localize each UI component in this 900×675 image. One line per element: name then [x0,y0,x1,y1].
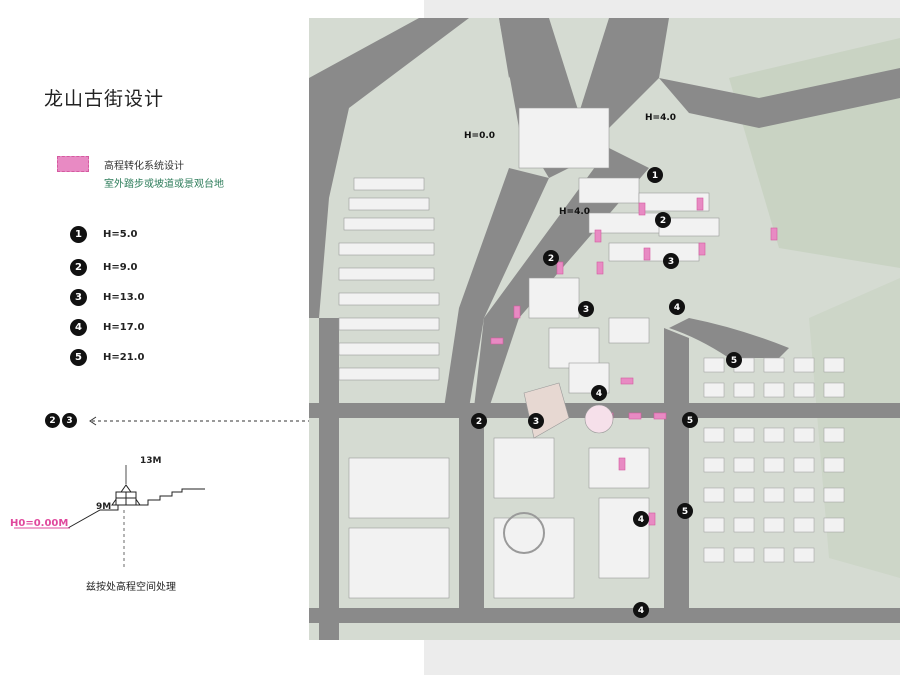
map-marker-2: 2 [548,254,554,264]
map-marker-3: 3 [583,305,589,315]
marker-badge: 3 [70,288,87,306]
elevation-section-diagram [14,465,205,570]
height-legend-row-1: 1 H=5.0 [70,225,137,243]
height-value: H=5.0 [103,228,138,240]
map-marker-5: 5 [682,507,688,517]
marker-badge: 5 [70,348,87,366]
marker-badge: 2 [45,413,60,428]
marker-badge: 4 [70,318,87,336]
page-title: 龙山古街设计 [44,88,165,110]
map-marker-4: 4 [638,515,644,525]
height-legend-row-4: 4 H=17.0 [70,318,144,336]
section-label-13m: 13M [140,456,162,466]
map-marker-1: 1 [652,171,658,181]
site-plan-map: H=0.0 H=4.0 H=4.0 1 2 2 3 3 4 4 5 2 3 5 … [309,18,900,640]
map-marker-3: 3 [533,417,539,427]
height-value: H=17.0 [103,321,145,333]
section-label-9m: 9M [96,502,112,512]
section-caption: 兹按处高程空间处理 [86,582,176,593]
legend-label-steps: 室外踏步或坡道或景观台地 [104,179,224,190]
height-legend-row-3: 3 H=13.0 [70,288,144,306]
map-marker-3: 3 [668,257,674,267]
legend-label-system: 高程转化系统设计 [104,161,184,172]
map-label-h-left: H=0.0 [464,131,495,141]
height-value: H=21.0 [103,351,145,363]
map-label-h-center: H=4.0 [559,207,590,217]
marker-badge: 3 [62,413,77,428]
map-label-h-right: H=4.0 [645,113,676,123]
section-callout: 2 3 [45,413,79,428]
map-marker-5: 5 [731,356,737,366]
map-marker-4: 4 [638,606,644,616]
map-marker-2: 2 [476,417,482,427]
height-legend-row-2: 2 H=9.0 [70,258,137,276]
map-marker-2: 2 [660,216,666,226]
map-marker-5: 5 [687,416,693,426]
site-plan-svg: H=0.0 H=4.0 H=4.0 1 2 2 3 3 4 4 5 2 3 5 … [309,18,900,640]
legend-swatch [57,156,89,172]
map-marker-4: 4 [674,303,680,313]
map-marker-4: 4 [596,389,602,399]
marker-badge: 2 [70,258,87,276]
section-label-h0: H0=0.00M [10,518,69,529]
marker-badge: 1 [70,225,87,243]
height-legend-row-5: 5 H=21.0 [70,348,144,366]
height-value: H=13.0 [103,291,145,303]
height-value: H=9.0 [103,261,138,273]
